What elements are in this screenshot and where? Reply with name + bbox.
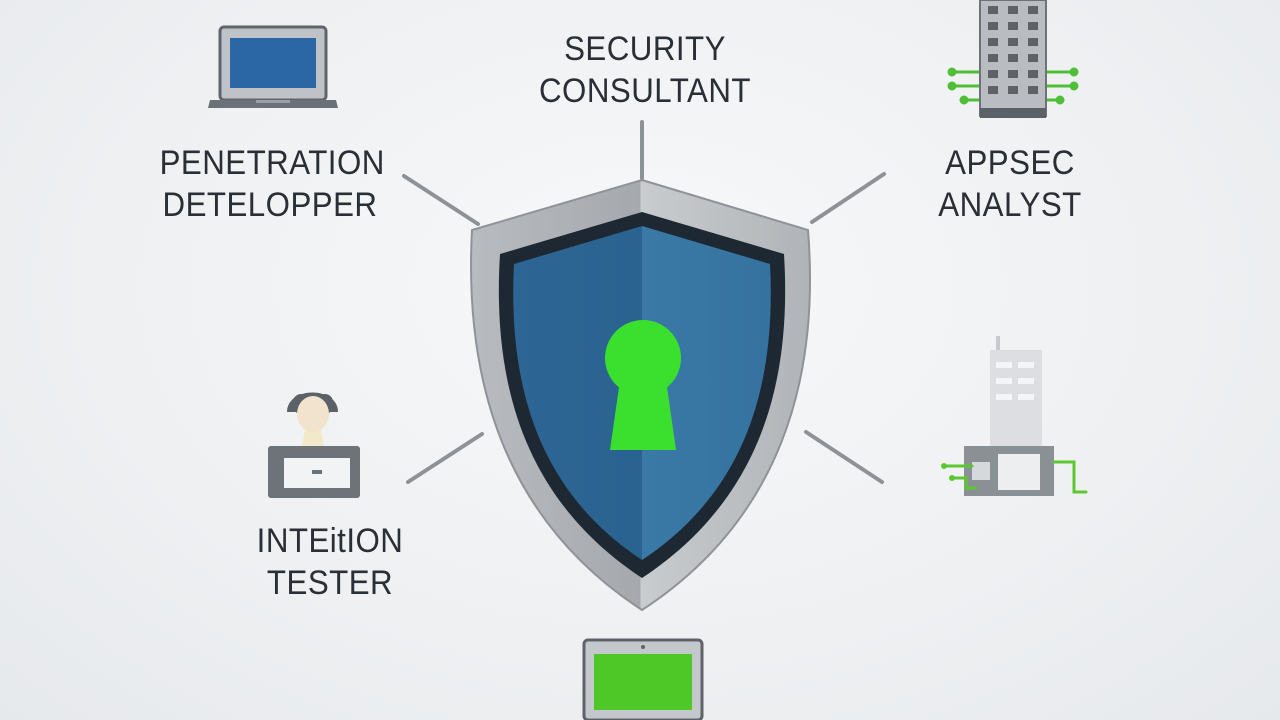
label-intrusion-tester: INTEitION TESTER — [256, 522, 404, 602]
connector-mid-right — [804, 430, 884, 484]
connector-top-left — [402, 174, 480, 226]
server-rack-icon — [947, 0, 1079, 118]
monitor-icon — [582, 638, 704, 720]
hacker-at-desk-icon — [268, 392, 360, 498]
connector-mid-left — [406, 432, 484, 484]
laptop-icon — [208, 25, 338, 108]
shield-keyhole-icon — [470, 178, 811, 612]
label-appsec-analyst: APPSEC ANALYST — [938, 144, 1082, 224]
label-security-consultant: SECURITY CONSULTANT — [538, 30, 751, 110]
keyhole-icon — [605, 320, 681, 450]
label-penetration-developer: PENETRATION DETELOPPER — [159, 144, 385, 224]
connector-lines — [402, 120, 886, 484]
connector-top-right — [810, 172, 886, 224]
server-faded-icon — [941, 336, 1088, 496]
